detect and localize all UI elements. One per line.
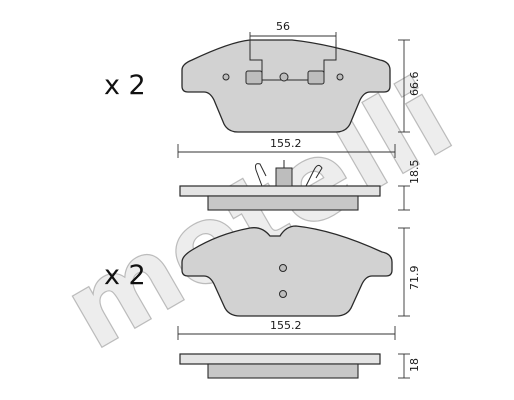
top-pad-center-hole — [279, 72, 289, 82]
dim-top-width-label: 155.2 — [270, 137, 302, 150]
bottom-pad-side-view — [179, 353, 381, 379]
top-pad-clip-area — [249, 40, 337, 81]
top-pad-clip-left — [245, 70, 263, 85]
bottom-pad-lower-hole — [279, 290, 287, 298]
dim-wear-indicator-width-label: 56 — [276, 20, 290, 33]
top-pad-clip-right — [307, 70, 325, 85]
dim-top-thickness: 18.5 — [398, 160, 421, 211]
top-side-center-clip — [275, 167, 293, 187]
top-side-friction-material — [207, 195, 359, 211]
top-side-backing-plate — [179, 185, 381, 197]
dim-bottom-thickness: 18 — [398, 353, 421, 379]
dim-bottom-thickness-label: 18 — [408, 358, 421, 372]
top-pad-front-view — [181, 39, 391, 133]
dim-bottom-height-label: 71.9 — [408, 266, 421, 291]
top-pad-right-hole — [336, 73, 344, 81]
quantity-top-label: x 2 — [104, 70, 146, 101]
bottom-side-backing-plate — [179, 353, 381, 365]
dim-wear-indicator-width: 56 — [249, 20, 337, 44]
bottom-pad-upper-hole — [279, 264, 287, 272]
top-side-clip-right — [305, 164, 323, 187]
dim-top-height: 66.6 — [398, 39, 421, 133]
dim-bottom-width-label: 155.2 — [270, 319, 302, 332]
bottom-pad-outline — [181, 225, 393, 317]
dim-bottom-width: 155.2 — [177, 319, 396, 340]
top-pad-left-hole — [222, 73, 230, 81]
dim-top-thickness-label: 18.5 — [408, 160, 421, 185]
bottom-pad-front-view — [181, 225, 393, 317]
dim-bottom-height: 71.9 — [398, 227, 421, 317]
quantity-bottom-label: x 2 — [104, 260, 146, 291]
bottom-side-friction-material — [207, 363, 359, 379]
top-side-clip-left — [255, 163, 267, 187]
top-pad-outline — [181, 39, 391, 133]
dim-top-width: 155.2 — [177, 137, 396, 158]
dim-top-height-label: 66.6 — [408, 72, 421, 97]
top-pad-side-view — [179, 160, 381, 211]
